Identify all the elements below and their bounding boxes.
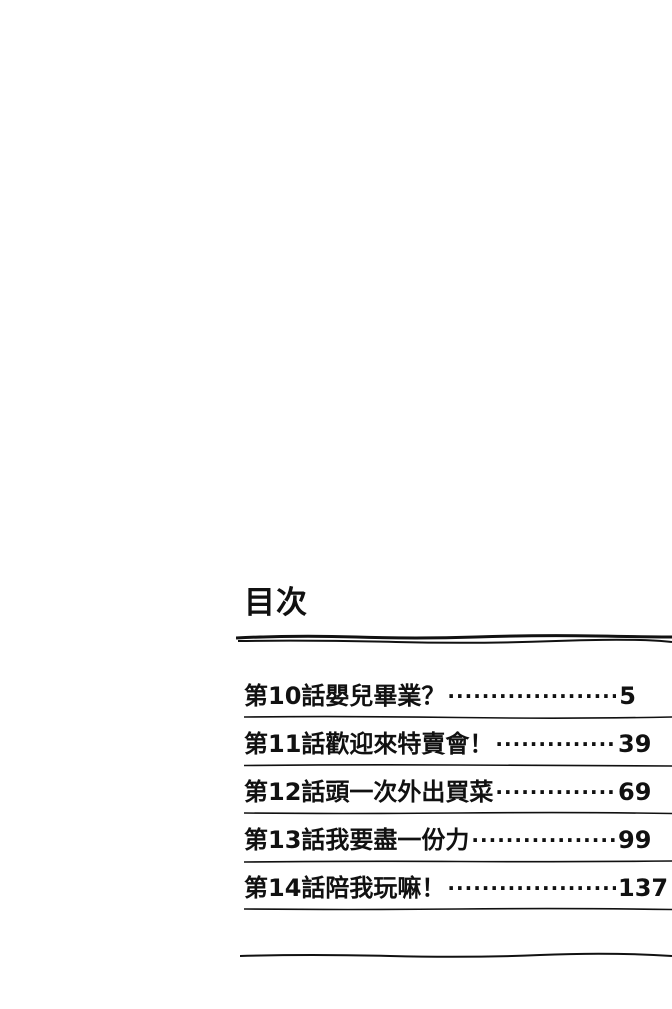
- toc-entry[interactable]: 第12話 頭一次外出買菜 69: [244, 774, 672, 822]
- page-number: 39: [618, 730, 652, 758]
- leader-dots: [471, 822, 616, 858]
- chapter-number: 第12話: [244, 778, 326, 806]
- leader-dots: [447, 678, 616, 714]
- entry-underline: [244, 715, 672, 719]
- page-number: 137: [618, 874, 669, 902]
- page-number: 69: [618, 778, 652, 806]
- toc-title: 目次: [244, 585, 308, 621]
- entry-underline: [244, 811, 672, 815]
- toc-entry[interactable]: 第11話 歡迎來特賣會！ 39: [244, 726, 672, 774]
- chapter-title: 嬰兒畢業？: [325, 682, 446, 710]
- page-number: 5: [619, 682, 636, 710]
- leader-dots: [495, 774, 616, 810]
- bottom-rule: [240, 952, 672, 958]
- chapter-number: 第10話: [244, 682, 326, 710]
- page-number: 99: [618, 826, 652, 854]
- entry-underline: [244, 764, 672, 767]
- toc-entry[interactable]: 第10話 嬰兒畢業？ 5: [244, 678, 672, 726]
- chapter-title: 歡迎來特賣會！: [325, 730, 494, 758]
- toc-entry[interactable]: 第13話 我要盡一份力 99: [244, 822, 672, 870]
- title-rule: [236, 634, 672, 644]
- leader-dots: [447, 870, 616, 906]
- chapter-title: 我要盡一份力: [325, 826, 470, 854]
- chapter-title: 頭一次外出買菜: [325, 778, 494, 806]
- toc-entry[interactable]: 第14話 陪我玩嘛！ 137: [244, 870, 672, 918]
- chapter-number: 第13話: [244, 826, 326, 854]
- chapter-number: 第14話: [244, 874, 326, 902]
- toc-list: 第10話 嬰兒畢業？ 5 第11話 歡迎來特賣會！ 39 第12話 頭一次外出買…: [244, 678, 672, 918]
- chapter-number: 第11話: [244, 730, 326, 758]
- entry-underline: [244, 860, 672, 863]
- entry-underline: [244, 907, 672, 911]
- chapter-title: 陪我玩嘛！: [325, 874, 446, 902]
- leader-dots: [495, 726, 616, 762]
